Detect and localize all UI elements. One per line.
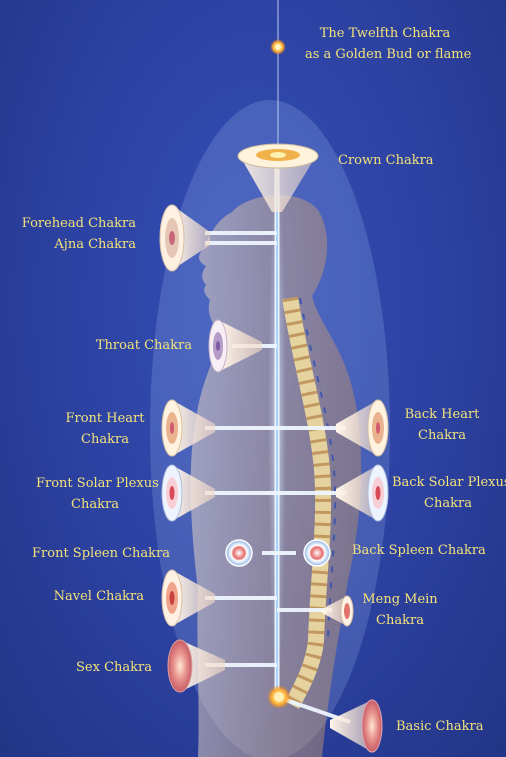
basic-chakra-label-line1: Basic Chakra xyxy=(396,719,484,734)
front-heart-chakra xyxy=(161,399,215,457)
spine xyxy=(282,296,337,709)
front-solar-plexus-chakra-label-line2: Chakra xyxy=(71,497,119,512)
navel-chakra-label-line1: Navel Chakra xyxy=(53,589,144,604)
basic-chakra-label: Basic Chakra xyxy=(396,716,483,737)
back-solar-plexus-chakra-label-line1: Back Solar Plexus xyxy=(392,475,506,490)
front-solar-plexus-chakra-label: Front Solar Plexus Chakra xyxy=(36,473,159,515)
meng-mein-chakra xyxy=(322,595,354,627)
back-spleen-chakra xyxy=(303,539,331,567)
back-spleen-chakra-label-line1: Back Spleen Chakra xyxy=(352,543,486,558)
forehead-chakra-label: Forehead Chakra Ajna Chakra xyxy=(20,213,136,255)
crown-chakra xyxy=(237,143,319,212)
back-solar-plexus-chakra xyxy=(336,464,389,522)
front-heart-chakra-label-line1: Front Heart xyxy=(65,411,145,426)
meng-mein-chakra-label-line2: Chakra xyxy=(376,613,424,628)
back-heart-chakra-label-line2: Chakra xyxy=(418,428,466,443)
twelfth-chakra-label-line1: The Twelfth Chakra xyxy=(319,26,451,41)
front-spleen-chakra xyxy=(225,539,253,567)
navel-chakra xyxy=(161,569,215,627)
front-heart-chakra-label: Front Heart Chakra xyxy=(60,408,150,450)
sex-chakra-label: Sex Chakra xyxy=(50,657,152,678)
throat-chakra-label: Throat Chakra xyxy=(90,335,192,356)
basic-chakra xyxy=(267,685,383,753)
back-spleen-chakra-label: Back Spleen Chakra xyxy=(352,540,486,561)
sex-chakra xyxy=(167,639,225,693)
throat-chakra xyxy=(208,319,262,373)
back-heart-chakra-label-line1: Back Heart xyxy=(404,407,480,422)
back-heart-chakra xyxy=(336,399,389,457)
front-spleen-chakra-label-line1: Front Spleen Chakra xyxy=(32,546,170,561)
front-spleen-chakra-label: Front Spleen Chakra xyxy=(30,543,170,564)
meng-mein-chakra-label: Meng Mein Chakra xyxy=(360,589,440,631)
front-solar-plexus-chakra xyxy=(161,464,215,522)
throat-chakra-label-line1: Throat Chakra xyxy=(95,338,192,353)
back-solar-plexus-chakra-label-line2: Chakra xyxy=(424,496,472,511)
twelfth-chakra-label: The Twelfth Chakra as a Golden Bud or fl… xyxy=(305,23,472,65)
twelfth-chakra-core xyxy=(275,44,281,50)
sex-chakra-label-line1: Sex Chakra xyxy=(76,660,152,675)
front-solar-plexus-chakra-label-line1: Front Solar Plexus xyxy=(36,476,159,491)
twelfth-chakra-label-line2: as a Golden Bud or flame xyxy=(305,47,472,62)
forehead-chakra xyxy=(159,204,210,272)
crown-chakra-label: Crown Chakra xyxy=(338,150,434,171)
back-solar-plexus-chakra-label: Back Solar Plexus Chakra xyxy=(392,472,506,514)
meng-mein-chakra-label-line1: Meng Mein xyxy=(362,592,438,607)
crown-chakra-label-line1: Crown Chakra xyxy=(338,153,434,168)
forehead-chakra-label-line1: Forehead Chakra xyxy=(21,216,136,231)
navel-chakra-label: Navel Chakra xyxy=(40,586,144,607)
forehead-chakra-label-line2: Ajna Chakra xyxy=(54,237,136,252)
back-heart-chakra-label: Back Heart Chakra xyxy=(398,404,486,446)
front-heart-chakra-label-line2: Chakra xyxy=(81,432,129,447)
